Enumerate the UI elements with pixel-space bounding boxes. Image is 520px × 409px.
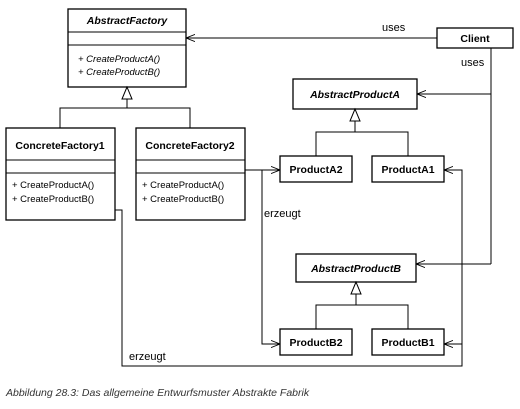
association-client-factory: uses: [186, 22, 437, 38]
figure-caption: Abbildung 28.3: Das allgemeine Entwurfsm…: [6, 387, 310, 399]
method: + CreateProductB(): [12, 194, 94, 205]
method: + CreateProductA(): [78, 54, 160, 65]
creates-factory1: [115, 170, 463, 367]
method: + CreateProductA(): [12, 180, 94, 191]
class-abstract-product-b: AbstractProductB: [295, 253, 417, 283]
method: + CreateProductB(): [142, 194, 224, 205]
class-name: AbstractFactory: [86, 15, 169, 27]
class-name: ConcreteFactory2: [145, 140, 234, 152]
inheritance-products-b: [315, 280, 409, 329]
creates-factory2: [245, 170, 280, 344]
class-name: Client: [460, 33, 490, 45]
class-abstract-factory: AbstractFactory + CreateProductA() + Cre…: [67, 8, 187, 88]
uses-label: uses: [461, 57, 485, 69]
creates-label: erzeugt: [264, 208, 301, 220]
uml-class-diagram: AbstractFactory + CreateProductA() + Cre…: [5, 8, 514, 367]
class-name: ConcreteFactory1: [15, 140, 104, 152]
class-name: AbstractProductA: [309, 89, 400, 101]
method: + CreateProductA(): [142, 180, 224, 191]
association-client-products: [416, 48, 492, 264]
class-client: Client: [436, 27, 514, 49]
class-name: ProductB2: [289, 337, 342, 349]
class-name: ProductB1: [381, 337, 434, 349]
class-product-b2: ProductB2: [279, 328, 353, 356]
class-product-a2: ProductA2: [279, 155, 353, 183]
class-product-a1: ProductA1: [371, 155, 445, 183]
class-concrete-factory2: ConcreteFactory2 + CreateProductA() + Cr…: [135, 127, 246, 221]
class-name: ProductA1: [381, 164, 434, 176]
class-abstract-product-a: AbstractProductA: [292, 78, 418, 110]
inheritance-products-a: [315, 107, 409, 156]
class-name: ProductA2: [289, 164, 342, 176]
uses-label: uses: [382, 22, 406, 34]
class-name: AbstractProductB: [310, 263, 401, 275]
inheritance-factories: [59, 85, 191, 128]
method: + CreateProductB(): [78, 67, 160, 78]
creates-label: erzeugt: [129, 351, 166, 363]
class-concrete-factory1: ConcreteFactory1 + CreateProductA() + Cr…: [5, 127, 116, 221]
class-product-b1: ProductB1: [371, 328, 445, 356]
